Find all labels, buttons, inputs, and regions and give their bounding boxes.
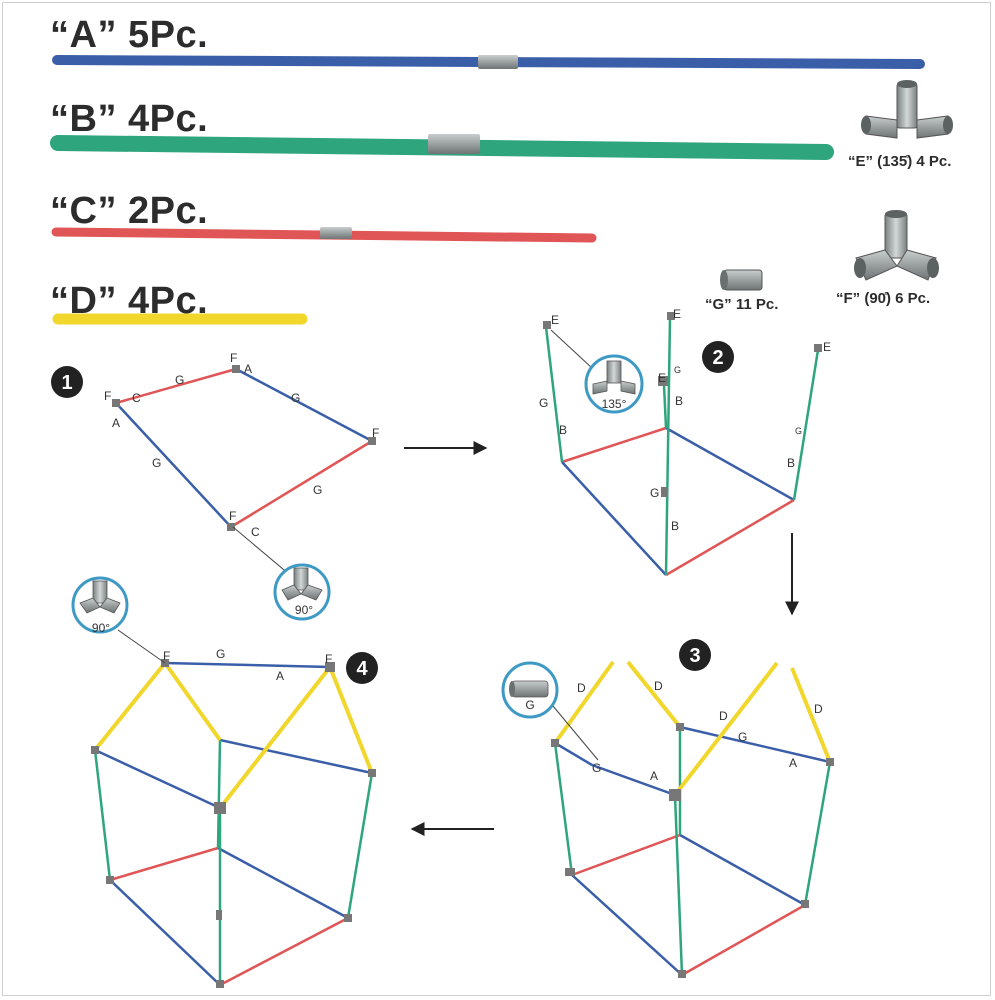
step-1-label: G <box>152 456 161 470</box>
step-4-diagram <box>71 576 376 988</box>
step-2-label: E <box>823 340 831 354</box>
connector-e-label: “E” (135̊) 4 Pc. <box>848 153 952 170</box>
step-1-label: G <box>313 483 322 497</box>
step-3-label: D <box>719 709 728 723</box>
step-3-number: 3 <box>689 645 700 667</box>
part-a-tube <box>52 55 925 69</box>
connector-g-label: “G” 11 Pc. <box>705 296 779 313</box>
step-2-label: G <box>795 426 802 436</box>
part-c-title: “C” 2Pc. <box>50 190 209 232</box>
step-3-label: D <box>577 681 586 695</box>
step-2-label: B <box>671 519 679 533</box>
step-4-callout-text: 90° <box>92 621 110 635</box>
connector-e-icon <box>861 80 953 139</box>
step-4-label: G <box>216 647 225 661</box>
step-2-number: 2 <box>712 347 723 369</box>
step-3-badge <box>679 639 711 671</box>
step-2-badge <box>702 341 734 373</box>
step-1-label: F <box>372 426 379 440</box>
step-2-label: B <box>675 394 683 408</box>
step-2-diagram <box>543 312 822 577</box>
part-b-tube <box>50 134 834 160</box>
step-2-label: B <box>559 423 567 437</box>
step-1-number: 1 <box>61 372 72 394</box>
step-3-callout-text: G <box>525 698 534 712</box>
step-1-label: F <box>229 509 236 523</box>
step-3-label: A <box>650 769 658 783</box>
step-1-label: A <box>244 362 252 376</box>
connector-f-label: “F” (90̊) 6 Pc. <box>836 290 931 307</box>
step-2-label: E <box>673 307 681 321</box>
step-3-diagram <box>501 660 834 978</box>
step-2-label: B <box>787 456 795 470</box>
step-2-label: E <box>551 313 559 327</box>
step-1-callout-text: 90° <box>295 603 313 617</box>
step-2-label: G <box>674 365 681 375</box>
part-c-tube <box>51 227 597 243</box>
step-4-badge <box>346 652 378 684</box>
step-1-label: G <box>175 373 184 387</box>
step-1-diagram <box>112 365 376 621</box>
step-2-label: G <box>539 396 548 410</box>
step-4-label: F <box>325 652 332 666</box>
step-3-label: D <box>814 702 823 716</box>
step-1-label: G <box>291 391 300 405</box>
step-3-label: A <box>789 756 797 770</box>
step-4-label: F <box>163 649 170 663</box>
step-3-label: G <box>738 730 747 744</box>
step-1-label: C <box>251 525 260 539</box>
connector-f-icon <box>854 210 939 281</box>
step-1-badge <box>51 366 83 398</box>
part-b-title: “B” 4Pc. <box>50 98 209 140</box>
step-1-label: A <box>112 416 120 430</box>
step-2-callout-text: 135° <box>602 397 627 411</box>
step-1-label: C <box>132 391 141 405</box>
step-3-label: D <box>654 679 663 693</box>
step-2-label: G <box>650 486 659 500</box>
step-1-label: F <box>230 351 237 365</box>
connector-g-icon <box>720 269 763 291</box>
step-4-number: 4 <box>356 658 368 680</box>
step-1-label: F <box>104 389 111 403</box>
step-3-label: G <box>592 761 601 775</box>
step-4-label: A <box>276 669 284 683</box>
part-a-title: “A” 5Pc. <box>50 14 209 56</box>
step-2-label: E <box>658 371 666 385</box>
